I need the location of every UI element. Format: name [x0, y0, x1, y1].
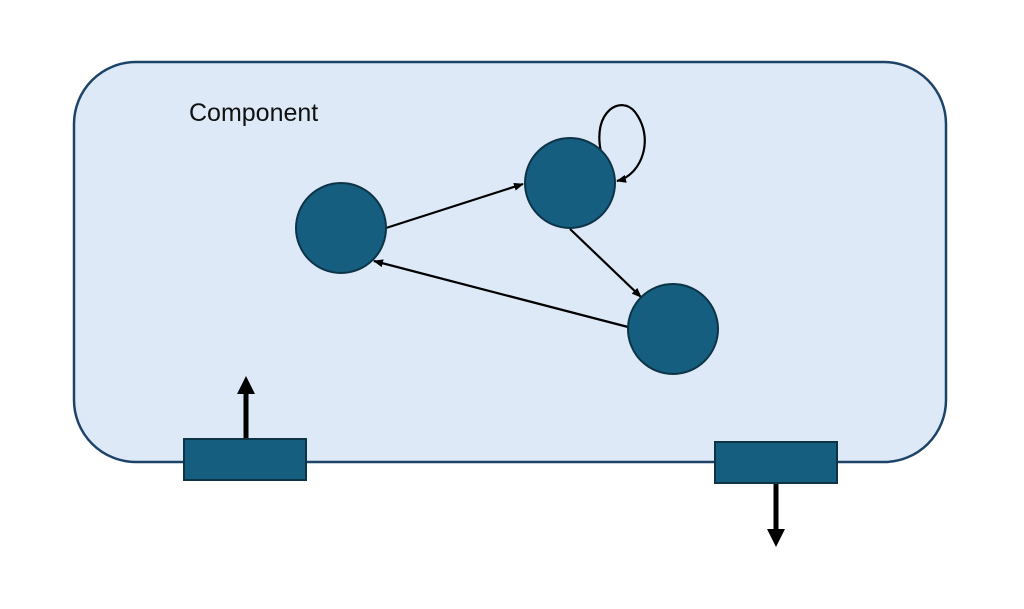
- input-arrow-up-icon: [237, 376, 255, 438]
- output-arrow-down-icon: [767, 484, 785, 547]
- state-node-3[interactable]: [627, 283, 719, 375]
- state-node-2[interactable]: [524, 137, 616, 229]
- state-node-1[interactable]: [295, 182, 387, 274]
- output-port[interactable]: [714, 441, 838, 484]
- edge-state1-to-state2: [385, 182, 524, 230]
- input-port[interactable]: [183, 438, 307, 481]
- edge-state2-to-state3: [569, 228, 642, 298]
- edge-state3-to-state1: [373, 259, 629, 329]
- component-label: Component: [189, 99, 318, 127]
- edge-state2-self-loop: [598, 104, 646, 183]
- component-container: [72, 60, 948, 464]
